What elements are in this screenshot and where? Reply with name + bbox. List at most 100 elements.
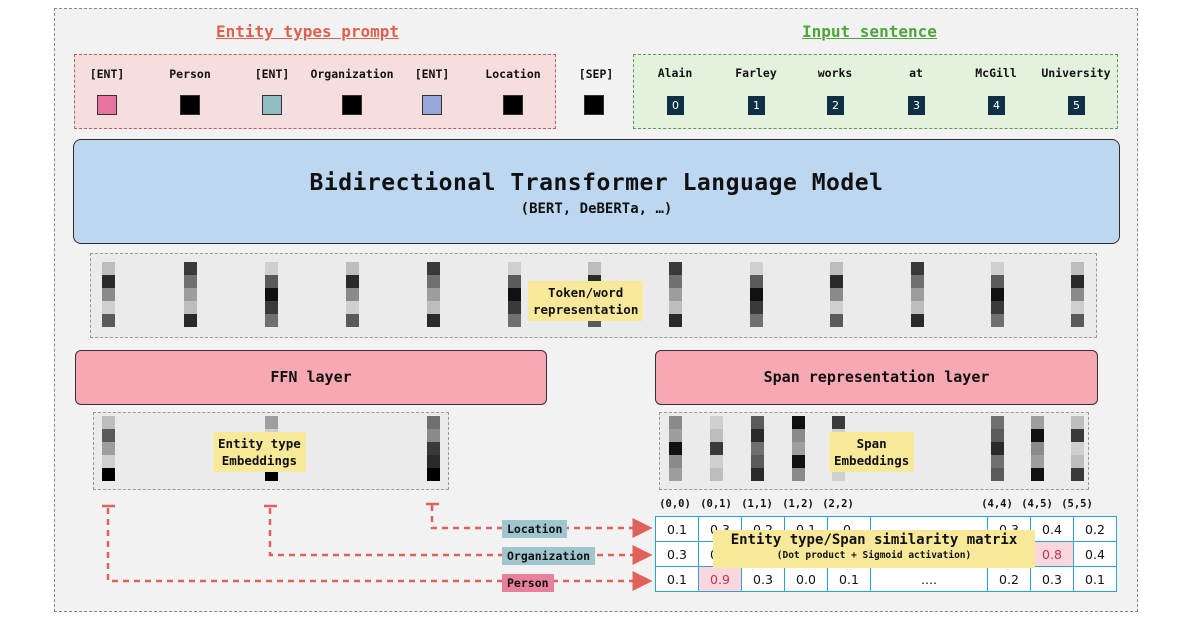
- vector-cell: [1071, 416, 1084, 429]
- vector-cell: [427, 429, 440, 442]
- token-vector: [830, 262, 843, 327]
- entity-embeddings-label-line1: Entity type: [218, 436, 301, 451]
- span-index-label: (2,2): [822, 498, 854, 510]
- entity-embeddings-label-line2: Embeddings: [221, 453, 298, 468]
- entity-type-vector: [427, 416, 440, 481]
- prompt-token-square: [422, 95, 442, 115]
- entity-type-tag: Person: [502, 574, 554, 592]
- vector-cell: [792, 455, 805, 468]
- vector-cell: [265, 262, 278, 275]
- span-vector: [1071, 416, 1084, 481]
- vector-cell: [1071, 468, 1084, 481]
- sentence-index-box: 5: [1068, 96, 1085, 115]
- span-vector: [669, 416, 682, 481]
- vector-cell: [588, 262, 601, 275]
- entity-type-vector: [102, 416, 115, 481]
- vector-cell: [1031, 416, 1044, 429]
- vector-cell: [911, 301, 924, 314]
- transformer-model-block: Bidirectional Transformer Language Model…: [73, 139, 1120, 244]
- vector-cell: [669, 442, 682, 455]
- vector-cell: [792, 429, 805, 442]
- matrix-subtitle: (Dot product + Sigmoid activation): [776, 550, 972, 561]
- vector-cell: [1071, 442, 1084, 455]
- span-index-label: (4,4): [981, 498, 1013, 510]
- vector-cell: [102, 416, 115, 429]
- vector-cell: [508, 314, 521, 327]
- vector-cell: [710, 442, 723, 455]
- model-title: Bidirectional Transformer Language Model: [309, 170, 884, 196]
- vector-cell: [427, 442, 440, 455]
- vector-cell: [346, 314, 359, 327]
- token-representation-label-line2: representation: [533, 302, 639, 317]
- vector-cell: [751, 429, 764, 442]
- vector-cell: [832, 416, 845, 429]
- vector-cell: [751, 416, 764, 429]
- sentence-index-box: 3: [908, 96, 925, 115]
- vector-cell: [427, 314, 440, 327]
- entity-type-tag: Organization: [502, 547, 596, 565]
- entity-type-tag: Location: [502, 520, 568, 538]
- vector-cell: [830, 314, 843, 327]
- vector-cell: [991, 275, 1004, 288]
- span-index-label: (5,5): [1061, 498, 1093, 510]
- sentence-word: works: [817, 66, 853, 80]
- matrix-cell: 0.2: [1073, 516, 1117, 542]
- vector-cell: [750, 262, 763, 275]
- vector-cell: [1071, 288, 1084, 301]
- matrix-cell: 0.3: [1030, 566, 1074, 592]
- vector-cell: [427, 288, 440, 301]
- vector-cell: [265, 301, 278, 314]
- input-sentence-box: [633, 54, 1118, 129]
- vector-cell: [508, 275, 521, 288]
- prompt-token-label: [ENT]: [254, 67, 290, 81]
- vector-cell: [669, 288, 682, 301]
- span-vector: [792, 416, 805, 481]
- sentence-index-box: 0: [667, 96, 684, 115]
- entity-prompt-box: [74, 54, 556, 129]
- vector-cell: [830, 275, 843, 288]
- vector-cell: [792, 468, 805, 481]
- sep-token-label: [SEP]: [578, 67, 614, 81]
- span-embeddings-label-line2: Embeddings: [834, 453, 910, 468]
- vector-cell: [265, 288, 278, 301]
- vector-cell: [991, 416, 1004, 429]
- span-vector: [710, 416, 723, 481]
- span-vector: [991, 416, 1004, 481]
- vector-cell: [830, 262, 843, 275]
- vector-cell: [427, 262, 440, 275]
- vector-cell: [1071, 301, 1084, 314]
- vector-cell: [669, 455, 682, 468]
- vector-cell: [911, 275, 924, 288]
- prompt-token-square: [342, 95, 362, 115]
- span-index-label: (1,2): [782, 498, 814, 510]
- span-vector: [751, 416, 764, 481]
- sentence-word: University: [1041, 66, 1111, 80]
- matrix-cell: 0.2: [987, 566, 1031, 592]
- matrix-cell: ....: [870, 566, 988, 592]
- prompt-token-label: [ENT]: [414, 67, 450, 81]
- sentence-word: McGill: [975, 66, 1017, 80]
- token-vector: [508, 262, 521, 327]
- vector-cell: [710, 468, 723, 481]
- entity-prompt-title: Entity types prompt: [216, 22, 400, 41]
- vector-cell: [991, 288, 1004, 301]
- vector-cell: [1071, 429, 1084, 442]
- vector-cell: [750, 314, 763, 327]
- vector-cell: [1071, 455, 1084, 468]
- vector-cell: [184, 314, 197, 327]
- vector-cell: [911, 288, 924, 301]
- vector-cell: [102, 301, 115, 314]
- matrix-title-label: Entity type/Span similarity matrix (Dot …: [713, 530, 1035, 568]
- token-vector: [750, 262, 763, 327]
- vector-cell: [669, 429, 682, 442]
- span-index-label: (1,1): [741, 498, 773, 510]
- token-vector: [184, 262, 197, 327]
- span-embeddings-label-line1: Span: [856, 436, 887, 451]
- matrix-cell: 0.3: [655, 541, 699, 567]
- prompt-token-label: [ENT]: [89, 67, 125, 81]
- matrix-title: Entity type/Span similarity matrix: [730, 532, 1018, 548]
- prompt-token-label: Person: [169, 67, 211, 81]
- span-index-label: (0,1): [700, 498, 732, 510]
- vector-cell: [102, 288, 115, 301]
